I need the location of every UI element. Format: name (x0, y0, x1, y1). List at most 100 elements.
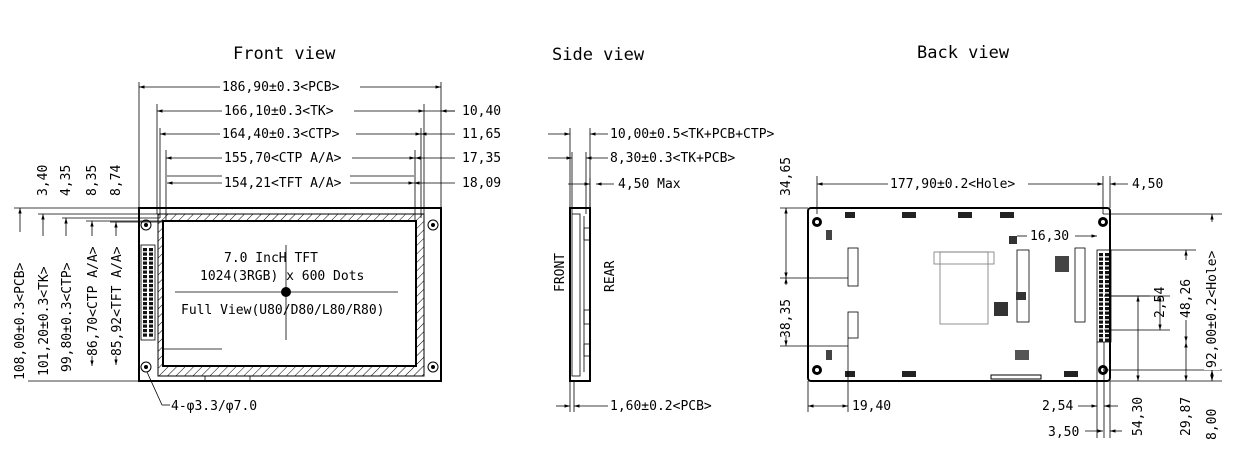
back-view-title: Back view (917, 43, 1010, 63)
header-pin (143, 293, 147, 297)
header-pin (1099, 289, 1103, 293)
front-panel-resolution-text: 1024(3RGB) x 600 Dots (200, 269, 364, 284)
dim-back-1940: 19,40 (852, 399, 891, 414)
header-pin (1099, 275, 1103, 279)
header-pin (149, 248, 153, 252)
header-pin (1099, 302, 1103, 306)
front-panel-size-text: 7.0 InсH TFT (224, 251, 318, 266)
front-flex-tab (204, 375, 251, 382)
header-pin (1105, 298, 1109, 302)
dim-front-offset-1165: 11,65 (462, 127, 501, 142)
header-pin (143, 252, 147, 256)
dim-side-450: 4,50 Max (618, 177, 681, 192)
dim-side-total: 10,00±0.5<TK+PCB+CTP> (610, 127, 775, 142)
header-pin (149, 275, 153, 279)
dim-front-ctp-aa-height: 86,70<CTP A/A> (86, 246, 101, 356)
dim-back-2987: 29,87 (1179, 397, 1194, 436)
header-pin (1105, 307, 1109, 311)
header-pin (1099, 338, 1103, 342)
header-pin (143, 311, 147, 315)
header-pin (149, 329, 153, 333)
dim-front-ctp-width: 164,40±0.3<CTP> (222, 127, 340, 142)
header-pin (1105, 320, 1109, 324)
header-pin (1099, 298, 1103, 302)
header-pin (143, 284, 147, 288)
dim-back-450: 4,50 (1132, 177, 1163, 192)
header-pin (1105, 334, 1109, 338)
side-module-outline (569, 207, 591, 382)
dim-front-tft-aa-height: 85,92<TFT A/A> (110, 246, 125, 356)
back-components (826, 212, 1086, 380)
back-view: 177,90±0.2<Hole> 4,50 34,65 38,35 16,30 … (777, 150, 1222, 440)
header-pin (1099, 307, 1103, 311)
header-pin (1105, 284, 1109, 288)
header-pin (1099, 262, 1103, 266)
header-pin (143, 288, 147, 292)
side-view-title: Side view (552, 45, 645, 65)
header-pin (149, 270, 153, 274)
dim-front-tk-height: 101,20±0.3<TK> (37, 266, 52, 376)
header-pin (1099, 284, 1103, 288)
dim-front-offset-1040: 10,40 (462, 104, 501, 119)
header-pin (1105, 329, 1109, 333)
dim-front-top-340: 3,40 (36, 165, 51, 196)
header-pin (149, 320, 153, 324)
header-pin (1099, 257, 1103, 261)
front-mount-holes (140, 219, 439, 373)
front-pin-grid (143, 248, 153, 337)
header-pin (149, 311, 153, 315)
header-pin (1105, 280, 1109, 284)
header-pin (143, 261, 147, 265)
header-pin (149, 315, 153, 319)
header-pin (143, 279, 147, 283)
header-pin (1099, 266, 1103, 270)
header-pin (1105, 302, 1109, 306)
header-pin (1105, 316, 1109, 320)
header-pin (1105, 266, 1109, 270)
header-pin (149, 297, 153, 301)
header-pin (1105, 275, 1109, 279)
dim-front-offset-1809: 18,09 (462, 176, 501, 191)
header-pin (143, 315, 147, 319)
dim-front-ctp-aa-width: 155,70<CTP A/A> (224, 151, 342, 166)
header-pin (143, 320, 147, 324)
header-pin (1099, 316, 1103, 320)
side-label-front: FRONT (553, 253, 568, 292)
dim-front-tft-aa-width: 154,21<TFT A/A> (224, 176, 342, 191)
dim-back-350: 3,50 (1048, 425, 1079, 440)
header-pin (143, 306, 147, 310)
header-pin (1099, 329, 1103, 333)
header-pin (1099, 253, 1103, 257)
front-pin-header (140, 244, 156, 341)
dim-side-pcb: 1,60±0.2<PCB> (610, 399, 712, 414)
header-pin (143, 257, 147, 261)
header-pin (143, 324, 147, 328)
back-pin-grid (1099, 253, 1109, 342)
header-pin (143, 275, 147, 279)
header-pin (1105, 311, 1109, 315)
dim-front-top-435: 4,35 (59, 165, 74, 196)
header-pin (143, 248, 147, 252)
header-pin (1105, 271, 1109, 275)
front-view-title: Front view (233, 44, 336, 64)
header-pin (149, 293, 153, 297)
dim-front-pcb-height: 108,00±0.3<PCB> (13, 262, 28, 380)
header-pin (149, 306, 153, 310)
dim-back-3465: 34,65 (779, 157, 794, 196)
header-pin (1105, 325, 1109, 329)
header-pin (149, 261, 153, 265)
dim-back-hole-height: 92,00±0.2<Hole> (1205, 250, 1220, 368)
dim-side-tk-pcb: 8,30±0.3<TK+PCB> (610, 151, 735, 166)
header-pin (1099, 325, 1103, 329)
front-center-mark (281, 287, 291, 297)
header-pin (149, 257, 153, 261)
dim-back-1630: 16,30 (1030, 229, 1069, 244)
back-pcb-outline (807, 207, 1111, 382)
header-pin (1105, 253, 1109, 257)
header-pin (1105, 293, 1109, 297)
header-pin (1099, 311, 1103, 315)
header-pin (149, 266, 153, 270)
dim-front-ctp-height: 99,80±0.3<CTP> (60, 262, 75, 372)
header-pin (1105, 338, 1109, 342)
header-pin (143, 266, 147, 270)
